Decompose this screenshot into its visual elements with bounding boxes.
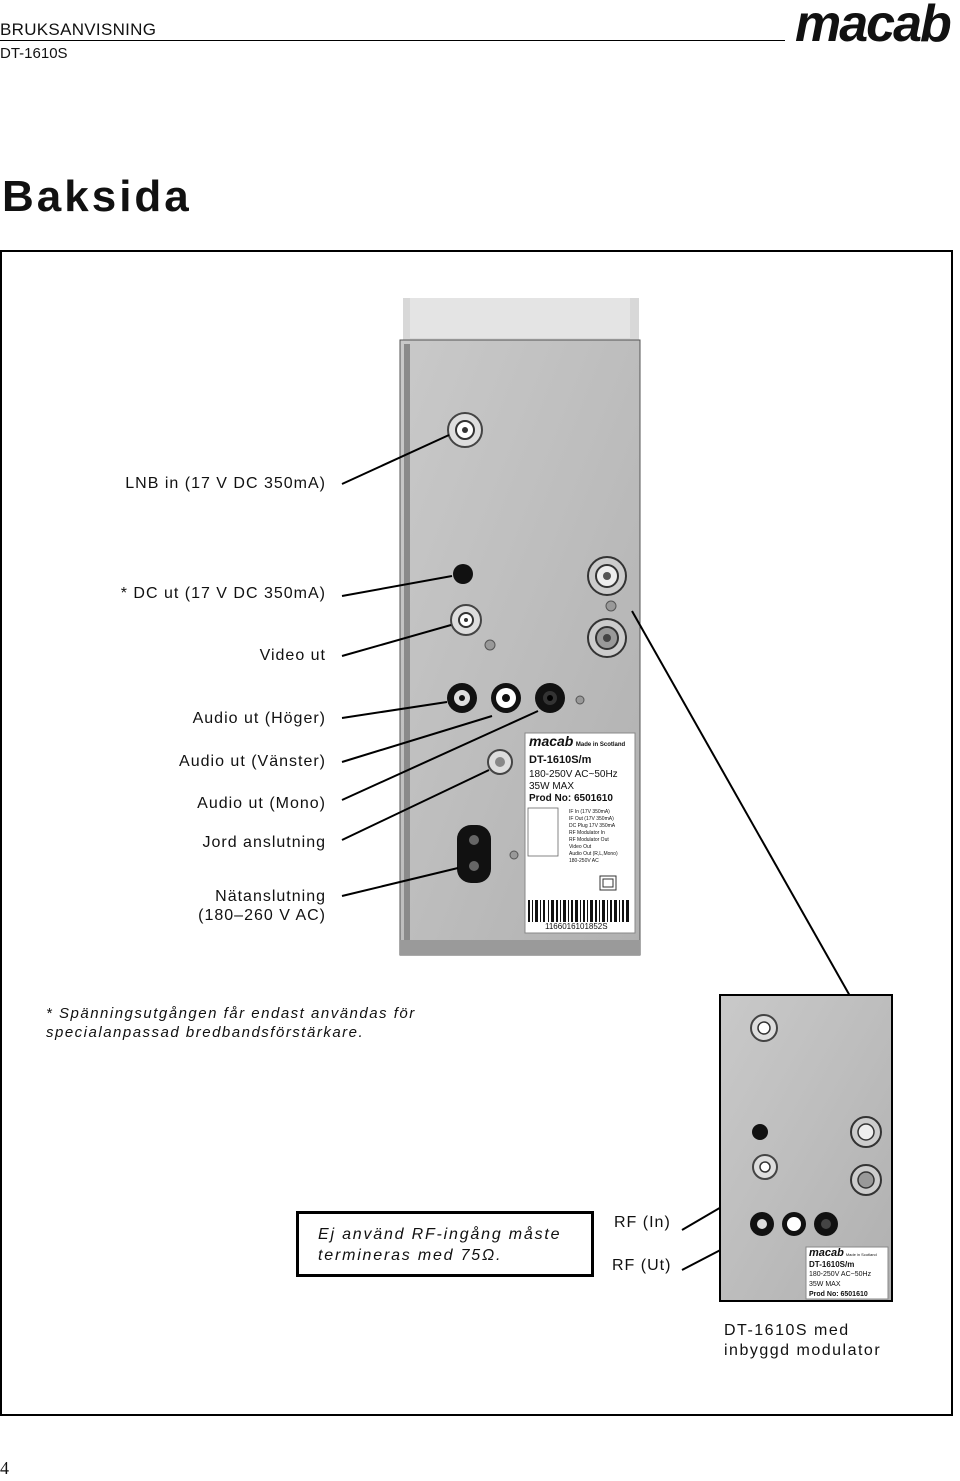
video-out-connector-icon	[450, 604, 482, 636]
audio-mono-rca-icon	[535, 683, 565, 713]
rf-out-connector-icon	[587, 618, 627, 658]
label-audio-right: Audio ut (Höger)	[192, 710, 326, 727]
mains-socket-icon	[457, 825, 491, 883]
screw-icon	[575, 695, 585, 705]
barcode-number: 1166016101852S	[545, 922, 608, 931]
audio-right-rca-icon	[447, 683, 477, 713]
label-audio-left: Audio ut (Vänster)	[179, 753, 326, 770]
inset-rf-in-connector-icon	[850, 1116, 882, 1148]
label-voltage: 180-250V AC~50Hz	[529, 769, 618, 780]
label-prod-no: Prod No: 6501610	[529, 793, 613, 804]
header-rule	[0, 40, 785, 41]
wiring-diagram-icon	[527, 807, 559, 857]
label-model: DT-1610S/m	[529, 754, 592, 766]
label-mains: Nätanslutning	[215, 888, 326, 905]
rf-in-connector-icon	[587, 556, 627, 596]
inset-video-connector-icon	[752, 1154, 778, 1180]
warning-box: Ej använd RF-ingång måste termineras med…	[296, 1211, 594, 1277]
label-made-in: Made in Scotland	[575, 742, 626, 748]
page-number: 4	[0, 1458, 9, 1478]
label-ground: Jord anslutning	[202, 834, 326, 851]
inset-caption: DT-1610S med inbyggd modulator	[724, 1322, 882, 1359]
label-brand: macab	[529, 733, 574, 749]
inset-label-text: macab Made in Scotland DT-1610S/m 180-25…	[809, 1247, 877, 1299]
audio-left-rca-icon	[491, 683, 521, 713]
brand-logo: macab	[795, 0, 952, 53]
product-label-text: macab Made in Scotland DT-1610S/m 180-25…	[529, 733, 633, 865]
screw-icon	[509, 850, 519, 860]
lnb-in-connector-icon	[447, 412, 483, 448]
label-rf-out: RF (Ut)	[612, 1257, 672, 1274]
product-label-barcode-icon	[528, 900, 629, 922]
label-power: 35W MAX	[529, 781, 575, 792]
label-rf-in: RF (In)	[614, 1214, 671, 1231]
main-unit-photo	[399, 298, 641, 956]
inset-product-label	[805, 1246, 889, 1300]
figure-frame	[0, 250, 953, 1416]
label-mains-voltage: (180–260 V AC)	[198, 907, 326, 924]
inset-dc-jack-icon	[752, 1124, 768, 1140]
ground-terminal-icon	[487, 749, 513, 775]
screw-icon	[484, 639, 496, 651]
model-number: DT-1610S	[0, 45, 68, 62]
document-title: BRUKSANVISNING	[0, 20, 157, 39]
screw-icon	[605, 600, 617, 612]
inset-rf-out-connector-icon	[850, 1164, 882, 1196]
label-spec-list: IF In (17V 350mA)IF Out (17V 350mA) DC P…	[569, 809, 618, 864]
product-label	[524, 732, 636, 934]
label-video-out: Video ut	[259, 647, 326, 664]
dc-out-jack-icon	[453, 564, 473, 584]
label-lnb-in: LNB in (17 V DC 350mA)	[125, 475, 326, 492]
inset-unit-photo	[719, 994, 893, 1302]
label-dc-out: * DC ut (17 V DC 350mA)	[120, 585, 326, 602]
ce-mark-icon	[599, 875, 617, 891]
inset-lnb-connector-icon	[750, 1014, 778, 1042]
page-heading: Baksida	[2, 172, 192, 221]
footnote: * Spänningsutgången får endast användas …	[46, 1005, 416, 1041]
label-audio-mono: Audio ut (Mono)	[197, 795, 326, 812]
